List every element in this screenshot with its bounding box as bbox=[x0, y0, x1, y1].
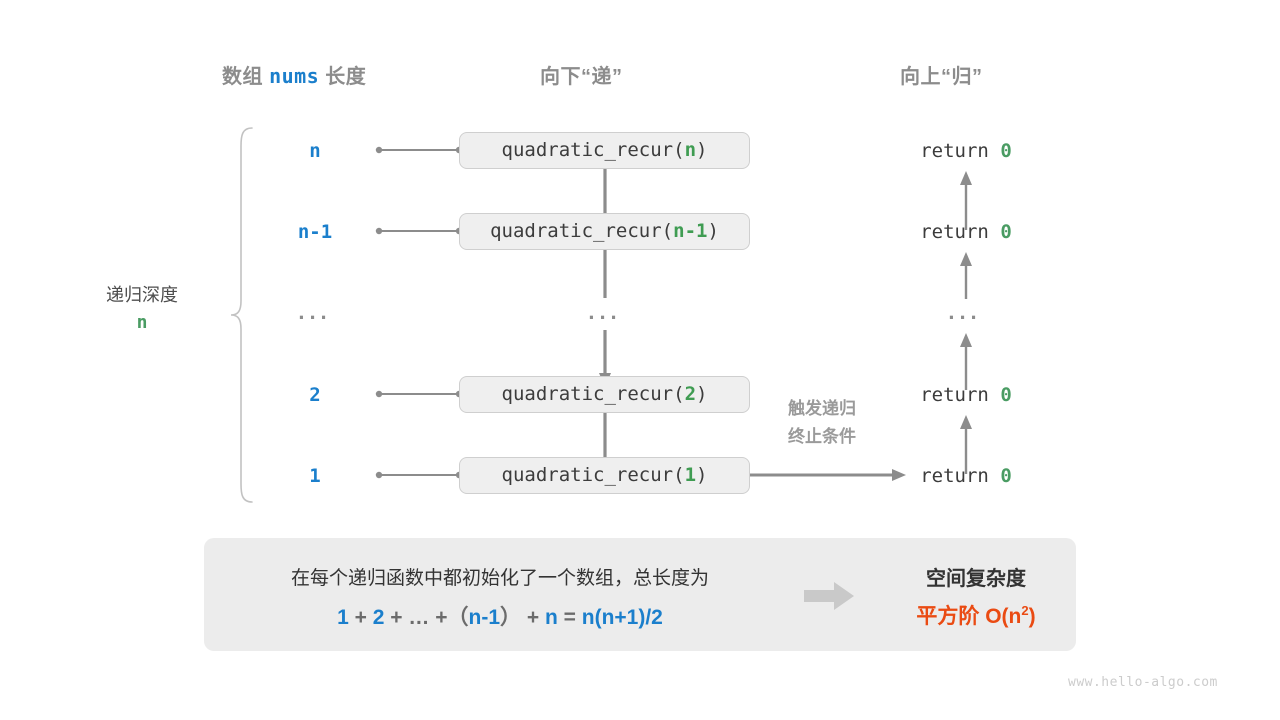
formula-term-4: n-1 bbox=[468, 606, 501, 629]
index-label-row-2: ... bbox=[298, 299, 332, 324]
index-label-row-4: 1 bbox=[309, 465, 321, 487]
formula-term-1: 1 bbox=[337, 606, 349, 629]
header-descend: 向下“递” bbox=[540, 66, 623, 88]
formula-op-1: + bbox=[354, 606, 367, 629]
return-text-row-4: return bbox=[920, 465, 1001, 487]
space-complexity-prefix: 平方阶 O(n bbox=[916, 605, 1022, 628]
watermark: www.hello-algo.com bbox=[1068, 675, 1218, 690]
termination-note-line1: 触发递归 bbox=[788, 399, 856, 418]
return-label-row-2: ... bbox=[948, 299, 982, 324]
termination-note-line2: 终止条件 bbox=[788, 427, 856, 447]
summary-panel: 在每个递归函数中都初始化了一个数组，总长度为 1 + 2 + … +（n-1） … bbox=[204, 538, 1076, 651]
function-call-text-row-1: quadratic_recur( bbox=[490, 220, 674, 242]
connector-line-row-0 bbox=[375, 146, 463, 154]
recursion-depth-text: 递归深度 bbox=[106, 285, 178, 305]
return-value-row-3: 0 bbox=[1000, 384, 1012, 406]
formula-term-2: 2 bbox=[372, 606, 385, 629]
header-ascend: 向上“归” bbox=[900, 66, 983, 88]
function-arg-row-0: n bbox=[684, 139, 697, 161]
space-complexity-title: 空间复杂度 bbox=[926, 568, 1026, 590]
result-arrow-icon bbox=[804, 582, 854, 610]
function-call-text-row-0: quadratic_recur( bbox=[501, 139, 685, 161]
return-label-row-0: return 0 bbox=[876, 140, 1056, 162]
return-text-row-1: return bbox=[920, 221, 1001, 243]
ascend-arrow-0 bbox=[960, 171, 972, 230]
formula-equals: = bbox=[563, 606, 576, 629]
return-text-row-3: return bbox=[920, 384, 1001, 406]
base-case-arrow bbox=[750, 469, 906, 481]
formula-term-5: n bbox=[544, 606, 558, 629]
formula-result: n(n+1)/2 bbox=[581, 606, 663, 629]
return-value-row-0: 0 bbox=[1000, 140, 1012, 162]
termination-note: 触发递归 终止条件 bbox=[762, 395, 882, 451]
formula-ellipsis: … bbox=[408, 606, 430, 629]
index-label-row-3: 2 bbox=[309, 384, 321, 406]
function-close-row-3: ) bbox=[696, 383, 708, 405]
descend-arrow-1 bbox=[603, 250, 607, 298]
function-box-row-2: ... bbox=[588, 299, 622, 324]
function-arg-row-4: 1 bbox=[684, 464, 697, 486]
header-array-code: nums bbox=[269, 64, 320, 88]
return-value-row-4: 0 bbox=[1000, 465, 1012, 487]
function-box-row-0: quadratic_recur(n) bbox=[459, 132, 750, 169]
return-text-row-0: return bbox=[920, 140, 1001, 162]
function-call-text-row-3: quadratic_recur( bbox=[501, 383, 685, 405]
ascend-arrow-2 bbox=[960, 333, 972, 390]
space-complexity-value: 平方阶 O(n2) bbox=[876, 600, 1076, 630]
connector-line-row-1 bbox=[375, 227, 463, 235]
formula-paren-open: （ bbox=[447, 606, 469, 629]
recursion-depth-label: 递归深度 n bbox=[92, 282, 192, 336]
header-array-length: 数组 nums 长度 bbox=[222, 60, 366, 89]
return-label-row-4: return 0 bbox=[876, 465, 1056, 487]
function-box-row-3: quadratic_recur(2) bbox=[459, 376, 750, 413]
function-close-row-0: ) bbox=[696, 139, 708, 161]
ascend-arrow-1 bbox=[960, 252, 972, 299]
ascend-arrow-3 bbox=[960, 415, 972, 474]
connector-line-row-4 bbox=[375, 471, 463, 479]
formula-op-3: + bbox=[435, 606, 448, 629]
depth-brace-icon bbox=[230, 127, 253, 503]
function-call-text-row-4: quadratic_recur( bbox=[501, 464, 685, 486]
summary-formula: 1 + 2 + … +（n-1） + n = n(n+1)/2 bbox=[230, 601, 770, 631]
function-close-row-1: ) bbox=[707, 220, 719, 242]
space-complexity-suffix: ) bbox=[1028, 605, 1036, 628]
summary-description: 在每个递归函数中都初始化了一个数组，总长度为 bbox=[290, 568, 709, 589]
header-array-prefix: 数组 bbox=[222, 66, 263, 88]
return-value-row-1: 0 bbox=[1000, 221, 1012, 243]
header-array-suffix: 长度 bbox=[325, 66, 367, 88]
return-label-row-1: return 0 bbox=[876, 221, 1056, 243]
recursion-depth-value: n bbox=[136, 312, 148, 333]
connector-line-row-3 bbox=[375, 390, 463, 398]
return-label-row-3: return 0 bbox=[876, 384, 1056, 406]
function-box-row-4: quadratic_recur(1) bbox=[459, 457, 750, 494]
index-label-row-1: n-1 bbox=[297, 221, 333, 243]
formula-op-2: + bbox=[390, 606, 403, 629]
function-box-row-1: quadratic_recur(n-1) bbox=[459, 213, 750, 250]
index-label-row-0: n bbox=[309, 140, 321, 162]
space-complexity-exponent: 2 bbox=[1021, 603, 1029, 618]
formula-op-4: + bbox=[526, 606, 540, 629]
formula-paren-close: ） bbox=[500, 606, 522, 629]
function-arg-row-1: n-1 bbox=[673, 220, 708, 242]
function-arg-row-3: 2 bbox=[684, 383, 697, 405]
function-close-row-4: ) bbox=[696, 464, 708, 486]
